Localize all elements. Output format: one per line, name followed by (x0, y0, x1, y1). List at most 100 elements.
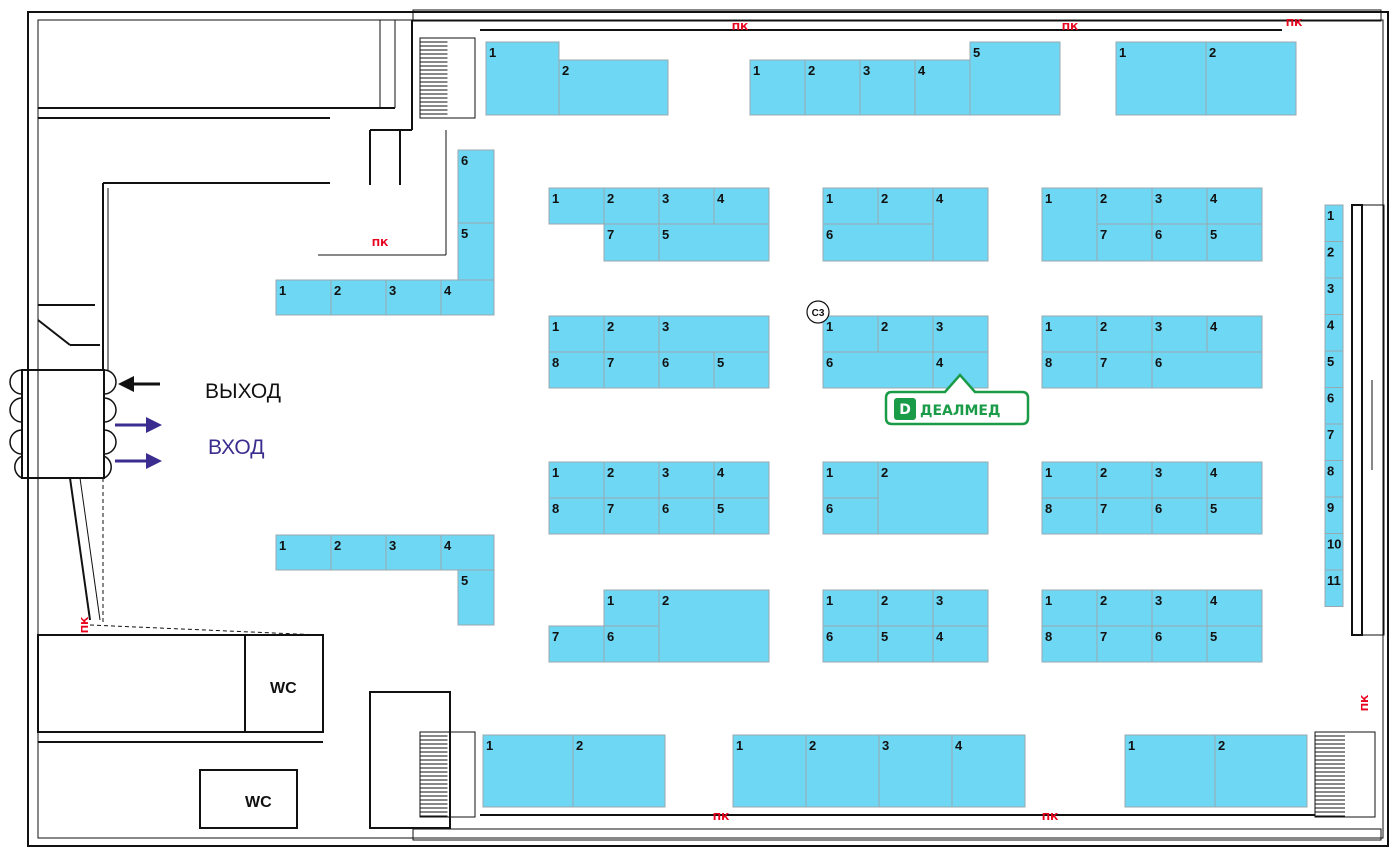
booth[interactable] (1041, 589, 1098, 627)
booth[interactable] (822, 187, 879, 225)
booth[interactable] (713, 351, 770, 389)
booth[interactable] (951, 734, 1026, 808)
booth[interactable] (658, 497, 715, 535)
booth-number: 1 (826, 319, 833, 334)
booth[interactable] (548, 187, 605, 225)
booth[interactable] (932, 315, 989, 353)
booth[interactable] (804, 59, 861, 116)
booth[interactable] (658, 315, 770, 353)
booth[interactable] (440, 279, 495, 316)
booth[interactable] (385, 279, 442, 316)
booth[interactable] (1096, 315, 1153, 353)
booth[interactable] (1041, 625, 1098, 663)
booth-number: 1 (607, 593, 614, 608)
booth-number: 2 (1218, 738, 1225, 753)
booth[interactable] (1096, 351, 1153, 389)
booth[interactable] (1041, 497, 1098, 535)
booth[interactable] (658, 351, 715, 389)
booth[interactable] (1041, 351, 1098, 389)
booth[interactable] (457, 569, 495, 626)
booth[interactable] (1151, 625, 1208, 663)
booth[interactable] (1205, 41, 1297, 116)
booth[interactable] (440, 534, 495, 571)
booth[interactable] (822, 625, 879, 663)
booth[interactable] (1151, 351, 1263, 389)
booth[interactable] (485, 41, 560, 116)
c3-label: С3 (812, 308, 825, 319)
booth-number: 1 (826, 593, 833, 608)
booth[interactable] (548, 625, 605, 663)
booth[interactable] (548, 497, 605, 535)
booth[interactable] (732, 734, 807, 808)
booth-number: 3 (1327, 281, 1334, 296)
booth[interactable] (822, 497, 879, 535)
booth[interactable] (805, 734, 880, 808)
booth[interactable] (548, 315, 605, 353)
booth[interactable] (275, 279, 332, 316)
booth[interactable] (1041, 461, 1098, 499)
booth-number: 1 (552, 465, 559, 480)
booth[interactable] (877, 187, 934, 225)
booth[interactable] (457, 222, 495, 281)
booth[interactable] (1206, 187, 1263, 225)
booth[interactable] (1214, 734, 1308, 808)
booth[interactable] (482, 734, 574, 808)
booth[interactable] (822, 461, 879, 499)
booth[interactable] (1206, 625, 1263, 663)
booth[interactable] (603, 315, 660, 353)
booth[interactable] (932, 589, 989, 627)
booth[interactable] (1096, 461, 1153, 499)
booth[interactable] (603, 461, 660, 499)
booth[interactable] (749, 59, 806, 116)
booth[interactable] (1206, 589, 1263, 627)
booth[interactable] (603, 187, 660, 225)
booth[interactable] (713, 497, 770, 535)
booth[interactable] (969, 41, 1061, 116)
booth[interactable] (878, 734, 953, 808)
booth[interactable] (330, 279, 387, 316)
booth[interactable] (603, 625, 660, 663)
booth[interactable] (1041, 187, 1098, 262)
booth[interactable] (658, 187, 715, 225)
booth[interactable] (1151, 497, 1208, 535)
booth[interactable] (1115, 41, 1207, 116)
booth[interactable] (1206, 223, 1263, 262)
booth[interactable] (932, 625, 989, 663)
booth[interactable] (658, 461, 715, 499)
booth[interactable] (713, 461, 770, 499)
booth[interactable] (457, 149, 495, 224)
booth[interactable] (1206, 497, 1263, 535)
booth[interactable] (385, 534, 442, 571)
booth[interactable] (1324, 569, 1344, 607)
booth[interactable] (558, 59, 669, 116)
booth[interactable] (330, 534, 387, 571)
booth-number: 6 (826, 355, 833, 370)
booth[interactable] (603, 223, 660, 262)
booth[interactable] (1206, 315, 1263, 353)
booth[interactable] (822, 351, 934, 389)
booth[interactable] (603, 497, 660, 535)
booth[interactable] (1206, 461, 1263, 499)
booth[interactable] (1096, 497, 1153, 535)
booth[interactable] (1151, 461, 1208, 499)
booth-number: 4 (1327, 318, 1335, 333)
booth[interactable] (658, 223, 770, 262)
booth[interactable] (1124, 734, 1216, 808)
booth[interactable] (822, 315, 879, 353)
booth-number: 2 (662, 593, 669, 608)
booth[interactable] (859, 59, 916, 116)
booth[interactable] (877, 625, 934, 663)
booth[interactable] (877, 461, 989, 535)
booth-number: 6 (662, 355, 669, 370)
booth[interactable] (713, 187, 770, 225)
booth[interactable] (572, 734, 666, 808)
booth[interactable] (1151, 315, 1208, 353)
booth-number: 5 (717, 355, 724, 370)
booth[interactable] (1096, 625, 1153, 663)
booth[interactable] (822, 223, 934, 262)
booth-number: 1 (552, 191, 559, 206)
booth[interactable] (658, 589, 770, 663)
booth-number: 1 (1045, 465, 1052, 480)
booth[interactable] (548, 351, 605, 389)
booth[interactable] (1096, 223, 1153, 262)
